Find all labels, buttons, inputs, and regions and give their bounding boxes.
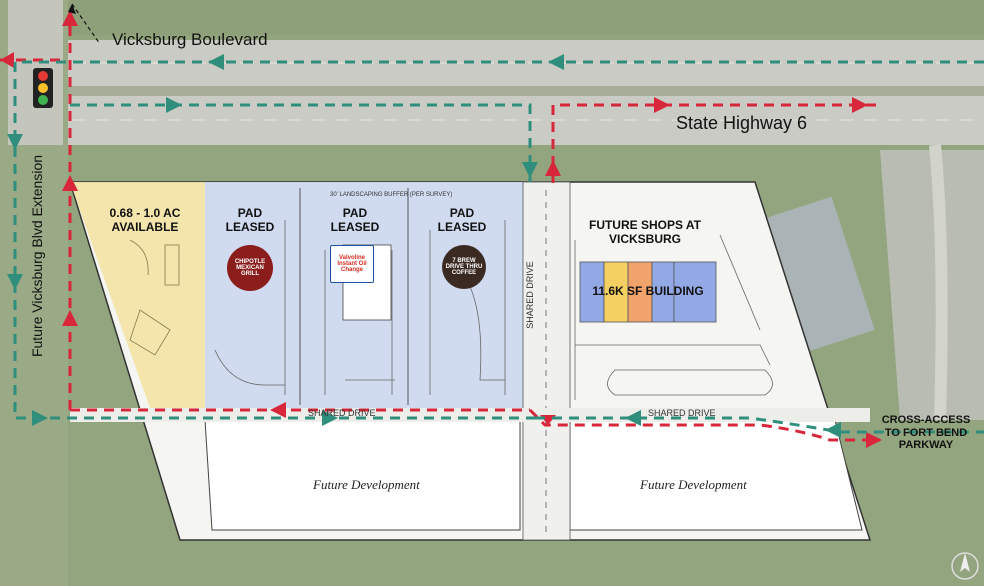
future-vicksburg-extension-label: Future Vicksburg Blvd Extension (29, 154, 45, 358)
building-suite-5 (673, 261, 717, 323)
valvoline-logo: Valvoline Instant Oil Change (330, 245, 374, 283)
inbound-traffic-route (0, 20, 880, 442)
pad-leased-label-2: PAD LEASED (330, 206, 380, 234)
future-development-label-1: Future Development (313, 477, 420, 492)
shared-drive-horizontal-label-1: SHARED DRIVE (308, 408, 376, 418)
cross-access-label: CROSS-ACCESS TO FORT BEND PARKWAY (881, 414, 971, 452)
state-highway-6-label: State Highway 6 (676, 113, 808, 133)
east-parking-area (880, 150, 984, 420)
landscaping-buffer-label: 30' LANDSCAPING BUFFER (PER SURVEY) (330, 192, 453, 198)
traffic-light-icon (33, 68, 53, 108)
building-suite-1 (579, 261, 605, 323)
building-suite-2 (603, 261, 629, 323)
future-development-label-2: Future Development (640, 477, 747, 492)
available-parcel (70, 182, 205, 408)
shared-drive-horizontal-label-2: SHARED DRIVE (648, 408, 716, 418)
green-arrowheads (7, 54, 841, 438)
pad-leased-label-1: PAD LEASED (225, 206, 275, 234)
neighbor-building (760, 196, 875, 354)
seven-brew-logo: 7 BREW DRIVE THRU COFFEE (442, 245, 486, 289)
aerial-top-vegetation (0, 0, 984, 35)
shared-drive-vertical-label: SHARED DRIVE (525, 261, 535, 329)
pad-leased-label-3: PAD LEASED (437, 206, 487, 234)
shared-drive-horizontal (70, 408, 870, 422)
chipotle-logo: CHIPOTLE MEXICAN GRILL (227, 245, 273, 291)
north-arrow-icon (951, 552, 979, 580)
building-label: 11.6K SF BUILDING (592, 284, 704, 298)
future-shops-label: FUTURE SHOPS AT VICKSBURG (588, 218, 701, 246)
highway-median (0, 86, 984, 96)
available-label: 0.68 - 1.0 AC AVAILABLE (109, 206, 181, 234)
parking-stalls-shops (574, 234, 773, 400)
outbound-traffic-route (13, 60, 984, 434)
future-development-lot-1 (204, 419, 521, 531)
building-suite-3 (627, 261, 653, 323)
available-parcel-sketch (129, 239, 180, 356)
vicksburg-boulevard-label: Vicksburg Boulevard (112, 30, 268, 49)
